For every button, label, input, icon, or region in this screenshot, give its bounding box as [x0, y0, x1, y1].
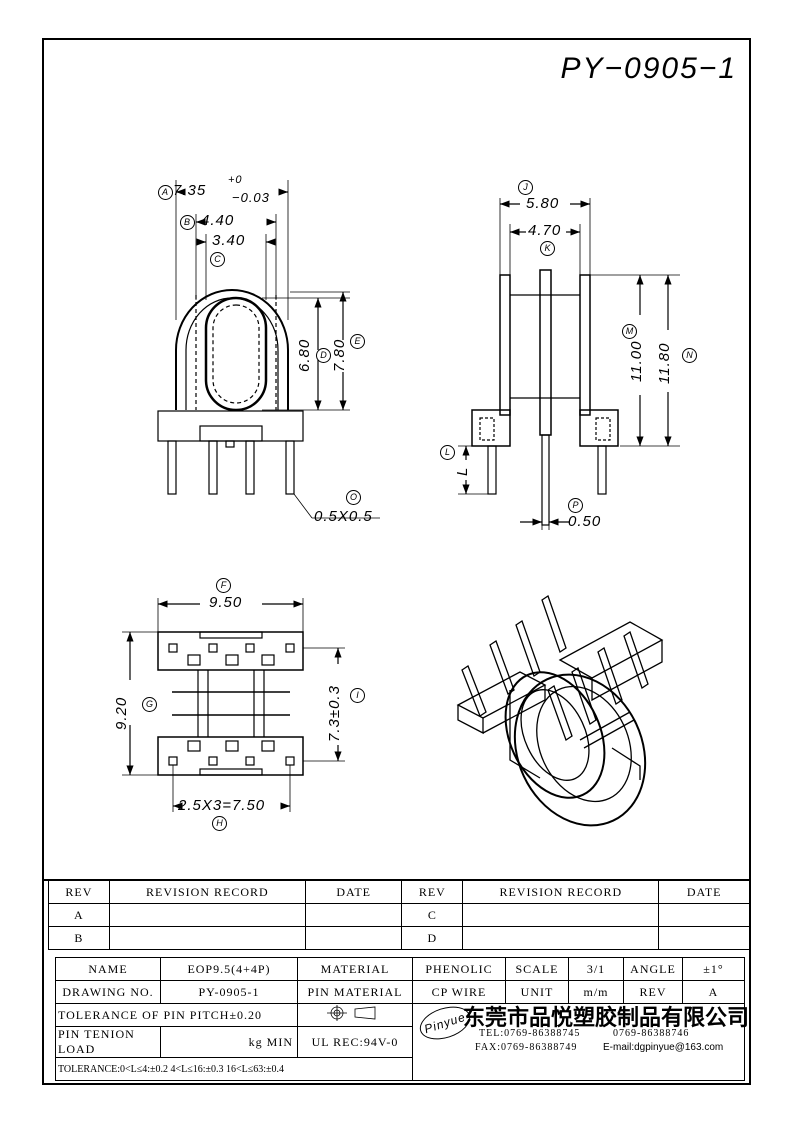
- tolerance-pitch: TOLERANCE OF PIN PITCH±0.20: [55, 1003, 298, 1027]
- drawing-no-value: PY-0905-1: [160, 980, 298, 1004]
- projection-symbol: [297, 1003, 413, 1027]
- pin-tension-label: PIN TENION LOAD: [55, 1026, 161, 1058]
- dim-c-marker: C: [210, 252, 225, 267]
- top-view: [157, 180, 380, 519]
- dim-n-marker: N: [682, 348, 697, 363]
- company-tel-2: 0769-86388746: [613, 1028, 690, 1039]
- company-tel: TEL:0769-86388745: [479, 1028, 581, 1039]
- pin-material-label: PIN MATERIAL: [297, 980, 413, 1004]
- dim-f-marker: F: [216, 578, 231, 593]
- dim-g-value: 9.20: [113, 696, 130, 730]
- dim-e-marker: E: [350, 334, 365, 349]
- rev-cell: C: [401, 903, 464, 927]
- record-cell: [108, 926, 306, 950]
- revision-record-header-2: REVISION RECORD: [462, 880, 660, 904]
- tolerance-general: TOLERANCE:0<L≤4:±0.2 4<L≤16:±0.3 16<L≤63…: [55, 1057, 413, 1081]
- rev-cell: A: [48, 903, 110, 927]
- dim-e-value: 7.80: [331, 338, 348, 372]
- angle-value: ±1°: [682, 957, 745, 981]
- date-header-2: DATE: [658, 880, 750, 904]
- material-value: PHENOLIC: [412, 957, 506, 981]
- drawing-title: PY−0905−1: [560, 52, 737, 85]
- material-label: MATERIAL: [297, 957, 413, 981]
- dim-d-marker: D: [316, 348, 331, 363]
- dim-n-value: 11.80: [656, 342, 673, 384]
- name-label: NAME: [55, 957, 161, 981]
- side-view: [458, 198, 680, 530]
- projection-symbol-icon: [327, 1005, 376, 1021]
- dim-j-marker: J: [518, 180, 533, 195]
- dim-o-marker: O: [346, 490, 361, 505]
- rev-header-2: REV: [401, 880, 464, 904]
- date-header: DATE: [304, 880, 403, 904]
- pin-material-value: CP WIRE: [412, 980, 506, 1004]
- dim-h-value: 2.5X3=7.50: [178, 797, 266, 814]
- dim-b: B 4.40: [180, 212, 234, 230]
- title-row-1: NAME EOP9.5(4+4P) MATERIAL PHENOLIC SCAL…: [55, 957, 745, 981]
- dim-g-marker: G: [142, 697, 157, 712]
- title-row-5: TOLERANCE:0<L≤4:±0.2 4<L≤16:±0.3 16<L≤63…: [55, 1057, 745, 1081]
- dim-b-marker: B: [180, 215, 195, 230]
- dim-h-marker: H: [212, 816, 227, 831]
- scale-value: 3/1: [568, 957, 624, 981]
- isometric-view: [456, 594, 664, 827]
- dim-p-value: 0.50: [568, 513, 602, 530]
- date-cell: [658, 926, 750, 950]
- rev-label: REV: [623, 980, 683, 1004]
- revision-header-row: REV REVISION RECORD DATE REV REVISION RE…: [48, 880, 750, 904]
- rev-cell: B: [48, 926, 110, 950]
- revision-record-header: REVISION RECORD: [108, 880, 306, 904]
- drawing-no-label: DRAWING NO.: [55, 980, 161, 1004]
- date-cell: [658, 903, 750, 927]
- dim-d-value: 6.80: [296, 338, 313, 372]
- dim-o-value: 0.5X0.5: [314, 508, 373, 525]
- rev-header: REV: [48, 880, 110, 904]
- drawing-frame: [42, 38, 751, 1085]
- dim-l-value: L: [454, 466, 471, 476]
- title-block: NAME EOP9.5(4+4P) MATERIAL PHENOLIC SCAL…: [55, 957, 749, 1081]
- company-name: 东莞市品悦塑胶制品有限公司: [463, 1005, 750, 1031]
- title-row-3: TOLERANCE OF PIN PITCH±0.20 Pinyue 东莞市品悦…: [55, 1000, 749, 1081]
- company-fax: FAX:0769-86388749: [475, 1042, 578, 1053]
- dim-p-marker: P: [568, 498, 583, 513]
- record-cell: [462, 903, 660, 927]
- pin-tension-value: kg MIN: [160, 1026, 298, 1058]
- title-row-4: PIN TENION LOAD kg MIN UL REC:94V-0: [55, 1026, 745, 1058]
- bottom-view: [122, 598, 345, 812]
- dim-k-marker: K: [540, 241, 555, 256]
- dim-b-value: 4.40: [201, 212, 235, 229]
- title-row-2: DRAWING NO. PY-0905-1 PIN MATERIAL CP WI…: [55, 980, 745, 1004]
- table-row: B D: [48, 926, 750, 950]
- name-value: EOP9.5(4+4P): [160, 957, 298, 981]
- dim-m-value: 11.00: [628, 340, 645, 382]
- rev-cell: D: [401, 926, 464, 950]
- dim-f-value: 9.50: [209, 594, 243, 611]
- dim-a-tol-minus: −0.03: [232, 190, 270, 205]
- record-cell: [462, 926, 660, 950]
- company-block: Pinyue 东莞市品悦塑胶制品有限公司 TEL:0769-86388745 0…: [412, 1000, 749, 1081]
- dim-k-value: 4.70: [528, 222, 562, 239]
- dim-a-marker: A: [158, 185, 173, 200]
- company-email: E-mail:dgpinyue@163.com: [603, 1042, 724, 1053]
- dim-a-tol-plus: +0: [228, 174, 243, 186]
- date-cell: [304, 926, 403, 950]
- scale-label: SCALE: [505, 957, 569, 981]
- date-cell: [304, 903, 403, 927]
- angle-label: ANGLE: [623, 957, 683, 981]
- dim-i-marker: I: [350, 688, 365, 703]
- dim-l-marker: L: [440, 445, 455, 460]
- record-cell: [108, 903, 306, 927]
- dim-j-value: 5.80: [526, 195, 560, 212]
- dim-i-value: 7.3±0.3: [326, 685, 343, 742]
- dim-m-marker: M: [622, 324, 637, 339]
- table-row: A C: [48, 903, 750, 927]
- revision-table: REV REVISION RECORD DATE REV REVISION RE…: [48, 880, 750, 950]
- unit-value: m/m: [568, 980, 624, 1004]
- dim-c-value: 3.40: [212, 232, 246, 249]
- ul-rec: UL REC:94V-0: [297, 1026, 413, 1058]
- dim-a-value: 7.35: [173, 182, 207, 199]
